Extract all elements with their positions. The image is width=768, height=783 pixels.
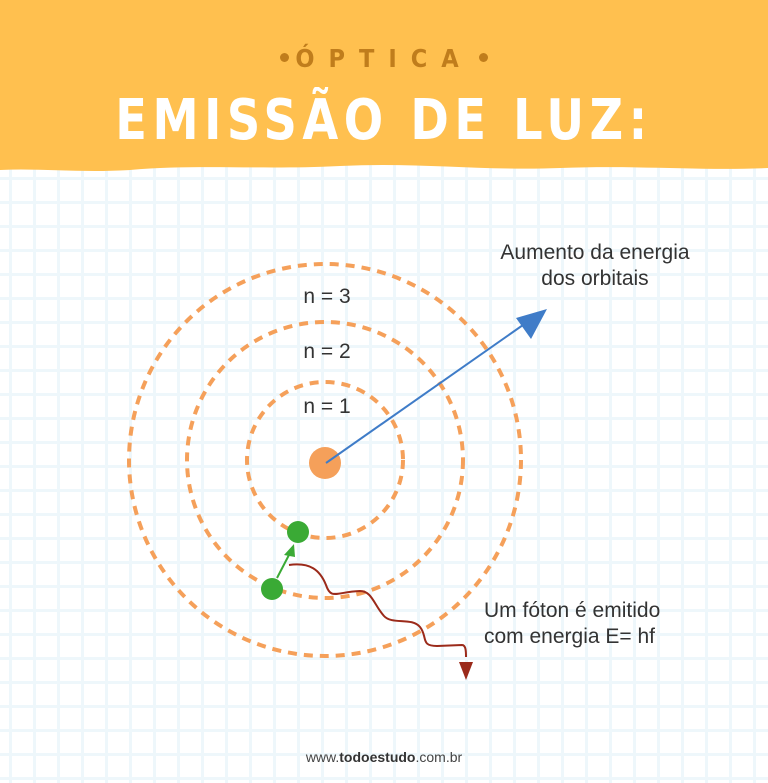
energy-annotation: Aumento da energia dos orbitais — [460, 240, 730, 292]
footer-url[interactable]: www.todoestudo.com.br — [0, 749, 768, 765]
electron-initial — [261, 578, 283, 600]
url-prefix: www. — [305, 749, 340, 765]
orbit-n3 — [127, 262, 523, 658]
kicker-text: ÓPTICA — [295, 44, 473, 73]
orbit-label-n2: n = 2 — [303, 340, 351, 363]
orbit-label-n3: n = 3 — [303, 285, 351, 308]
photon-annotation: Um fóton é emitido com energia E= hf — [484, 598, 734, 650]
bullet-dot-icon — [280, 52, 290, 62]
photon-annotation-line1: Um fóton é emitido — [484, 599, 661, 622]
orbit-label-n1: n = 1 — [303, 395, 351, 418]
page-title: EMISSÃO DE LUZ: — [115, 88, 653, 153]
electron-transition-arrow-icon — [276, 544, 295, 579]
url-suffix: .com.br — [415, 749, 463, 765]
energy-arrow-icon — [325, 309, 547, 464]
section-kicker: ÓPTICA — [0, 44, 768, 73]
orbit-n2 — [185, 320, 465, 600]
orbit-n1 — [245, 380, 405, 540]
electron-final — [287, 521, 309, 543]
bullet-dot-icon — [478, 52, 488, 62]
header-banner — [0, 0, 768, 171]
url-brand: todoestudo — [339, 749, 416, 765]
nucleus — [309, 447, 341, 479]
energy-annotation-line1: Aumento da energia — [500, 241, 690, 264]
photon-wave-icon — [288, 563, 473, 680]
photon-annotation-line2: com energia E= hf — [484, 625, 656, 648]
energy-annotation-line2: dos orbitais — [541, 267, 649, 290]
